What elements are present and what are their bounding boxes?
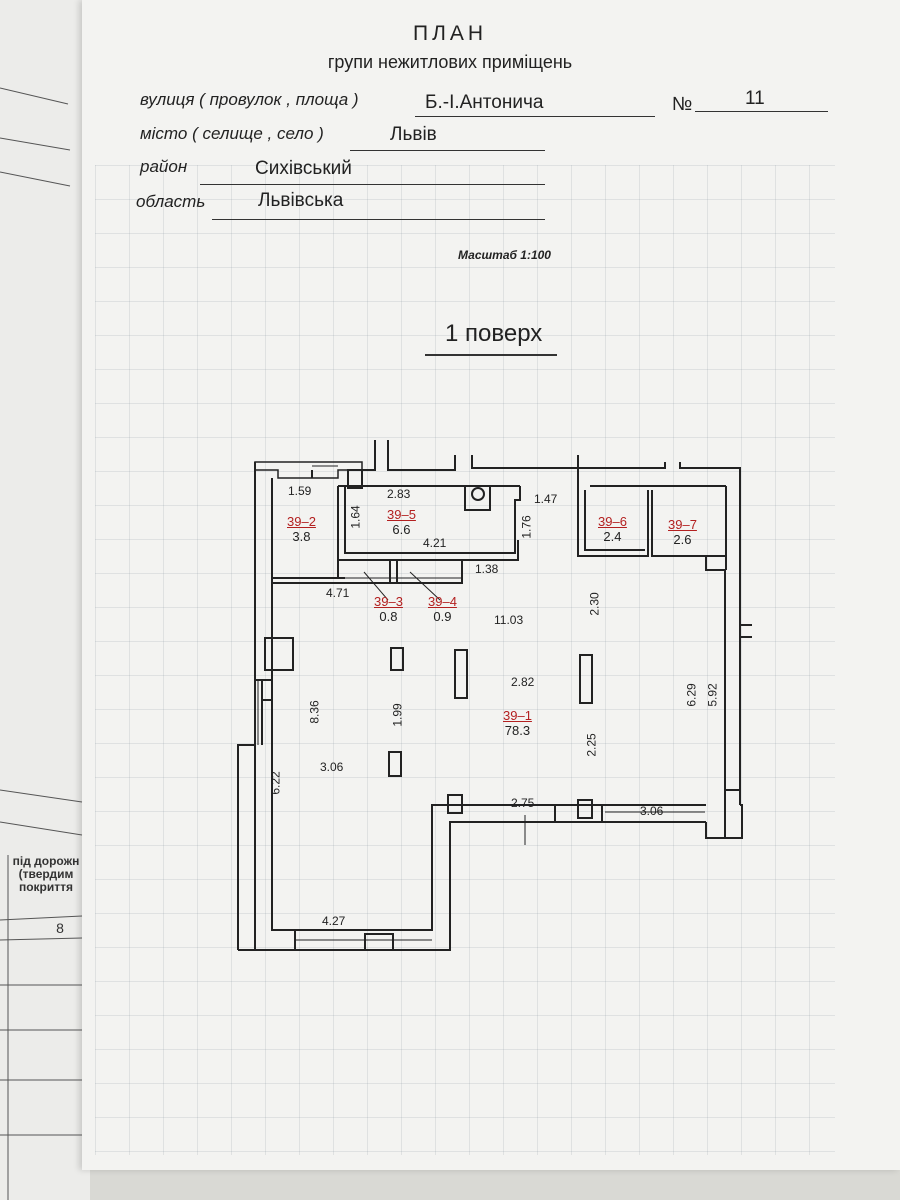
room-area: 6.6	[392, 522, 411, 537]
room-39-4: 39–4 0.9	[428, 594, 457, 624]
room-area: 2.4	[603, 529, 622, 544]
floor-underline	[425, 354, 557, 356]
dimension-label: 1.76	[519, 515, 534, 539]
dimension-label: 2.82	[511, 675, 535, 689]
dimension-label: 4.21	[423, 536, 447, 550]
dimension-label: 2.83	[387, 487, 411, 501]
dimension-label: 11.03	[494, 613, 524, 627]
dimension-label: 4.71	[326, 586, 350, 600]
room-39-1: 39–1 78.3	[503, 708, 532, 738]
side-table-value: 8	[56, 920, 64, 936]
room-id: 39–1	[503, 708, 532, 723]
side-table: під дорожн (твердим покриття 8	[0, 854, 90, 936]
room-39-5: 39–5 6.6	[387, 507, 416, 537]
dimension-label: 4.27	[322, 914, 346, 928]
city-underline	[350, 150, 545, 151]
room-area: 2.6	[673, 532, 692, 547]
underlying-sheet	[0, 0, 90, 1200]
number-value: 11	[745, 88, 765, 109]
city-value: Львів	[390, 124, 437, 145]
room-area: 3.8	[292, 529, 311, 544]
dimension-label: 1.47	[534, 492, 558, 506]
region-underline	[212, 219, 545, 220]
dimension-label: 1.59	[288, 484, 312, 498]
number-underline	[695, 111, 828, 112]
room-id: 39–2	[287, 514, 316, 529]
room-39-6: 39–6 2.4	[598, 514, 627, 544]
dimension-label: 2.30	[587, 592, 602, 616]
dimension-label: 6.29	[684, 683, 699, 707]
room-area: 0.9	[433, 609, 452, 624]
room-id: 39–5	[387, 507, 416, 522]
dimension-label: 1.64	[348, 505, 363, 529]
dimension-label: 1.38	[475, 562, 499, 576]
dimension-label: 3.06	[320, 760, 344, 774]
room-id: 39–3	[374, 594, 403, 609]
dimension-label: 1.99	[390, 703, 405, 727]
page-title: ПЛАН	[412, 22, 488, 45]
room-area: 78.3	[504, 723, 531, 738]
room-39-3: 39–3 0.8	[374, 594, 403, 624]
region-value: Львівська	[258, 190, 344, 211]
district-value: Сихівський	[255, 158, 352, 179]
street-value: Б.-І.Антонича	[425, 92, 544, 113]
district-underline	[200, 184, 545, 185]
room-id: 39–4	[428, 594, 457, 609]
street-label: вулиця ( провулок , площа )	[140, 90, 359, 109]
region-label: область	[136, 192, 206, 211]
room-39-7: 39–7 2.6	[668, 517, 697, 547]
district-label: район	[140, 157, 188, 176]
side-table-header: під дорожн (твердим покриття	[12, 854, 80, 894]
dimension-label: 2.75	[511, 796, 535, 810]
dimension-label: 8.36	[307, 700, 322, 724]
scale-label: Масштаб 1:100	[458, 248, 551, 262]
background-grid	[95, 165, 835, 1155]
street-underline	[415, 116, 655, 117]
dimension-label: 3.06	[640, 804, 664, 818]
plan-sheet	[82, 0, 900, 1170]
room-area: 0.8	[379, 609, 398, 624]
dimension-label: 6.22	[268, 771, 283, 795]
room-id: 39–6	[598, 514, 627, 529]
dimension-label: 2.25	[584, 733, 599, 757]
room-id: 39–7	[668, 517, 697, 532]
number-label: №	[672, 94, 693, 115]
room-39-2: 39–2 3.8	[287, 514, 316, 544]
page-subtitle: групи нежитлових приміщень	[327, 52, 573, 72]
city-label: місто ( селище , село )	[140, 124, 324, 143]
dimension-label: 5.92	[705, 683, 720, 707]
floor-label: 1 поверх	[445, 320, 543, 347]
